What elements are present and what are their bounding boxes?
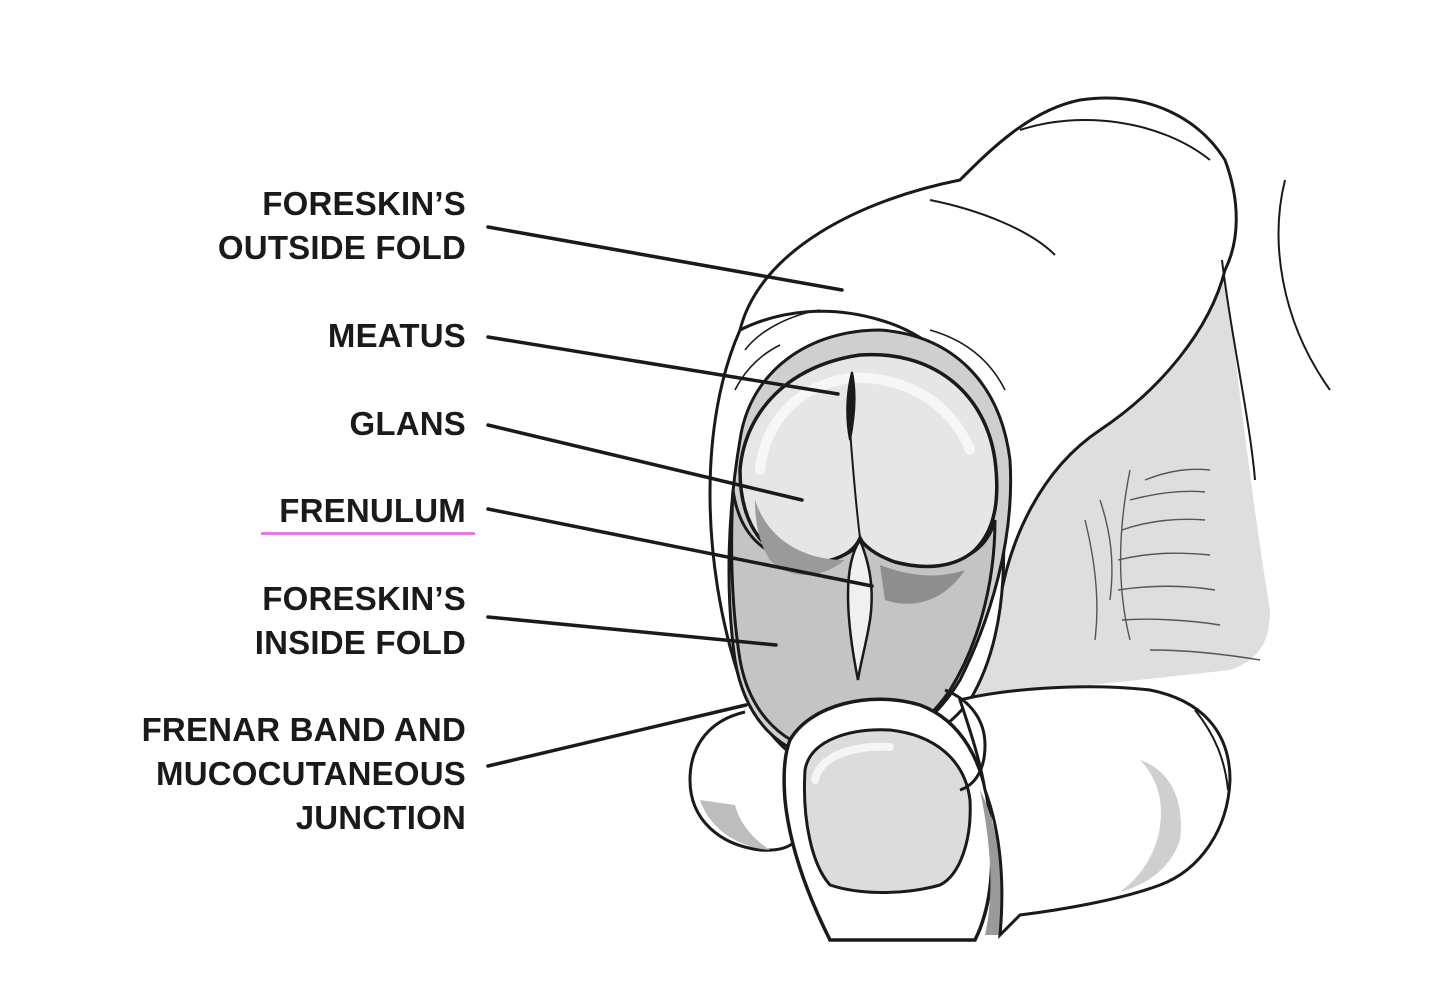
label-line: JUNCTION xyxy=(295,799,466,836)
leader-lines xyxy=(486,225,874,768)
leader-meatus xyxy=(486,335,840,396)
label-foreskin-inside-fold: FORESKIN’S INSIDE FOLD xyxy=(255,577,466,665)
back-fold-line xyxy=(1277,179,1331,391)
side-fold-line xyxy=(1221,259,1256,481)
frenulum-shadow xyxy=(880,565,965,604)
label-glans: GLANS xyxy=(350,402,467,446)
thumbnail-shape xyxy=(803,728,972,894)
outside-fold-detail-2 xyxy=(734,344,781,391)
outside-fold-detail-1 xyxy=(744,309,821,351)
shaft-outline xyxy=(738,96,1238,601)
label-foreskin-outside-fold: FORESKIN’S OUTSIDE FOLD xyxy=(218,182,466,270)
leader-glans xyxy=(486,423,804,502)
right-hand-fold-line xyxy=(1194,709,1229,791)
body-shadow-region xyxy=(960,270,1270,700)
label-frenulum: FRENULUM xyxy=(279,489,466,533)
left-finger-shadow xyxy=(700,800,770,850)
label-meatus: MEATUS xyxy=(328,314,466,358)
label-line: FRENULUM xyxy=(279,492,466,529)
label-line: GLANS xyxy=(349,405,466,442)
label-frenar-band: FRENAR BAND AND MUCOCUTANEOUS JUNCTION xyxy=(142,708,466,840)
frenulum-highlight-underline xyxy=(261,532,475,535)
label-line: FORESKIN’S xyxy=(262,580,466,617)
thumb-shadow xyxy=(980,790,1002,935)
right-hand-shape xyxy=(958,685,1232,939)
frenulum-shadow-left xyxy=(755,500,845,575)
outside-fold-detail-3 xyxy=(929,329,1006,391)
urethral-groove xyxy=(849,429,861,539)
leader-frenar-band xyxy=(486,703,748,768)
label-line: FRENAR BAND AND xyxy=(141,711,466,748)
label-line: FORESKIN’S xyxy=(262,185,466,222)
label-line: OUTSIDE FOLD xyxy=(217,229,466,266)
label-line: INSIDE FOLD xyxy=(254,624,466,661)
thumbnail-highlight xyxy=(811,742,894,784)
shaft-fold-line-2 xyxy=(1019,119,1211,161)
label-line: MEATUS xyxy=(327,317,466,354)
shaft-fold-line-1 xyxy=(929,199,1056,256)
leader-inside-fold xyxy=(486,615,778,647)
leader-frenulum xyxy=(486,507,874,588)
right-hand-shadow xyxy=(1120,760,1181,892)
skin-texture-lines xyxy=(1084,468,1261,661)
knuckle-shape xyxy=(944,688,987,792)
label-line: MUCOCUTANEOUS xyxy=(156,755,466,792)
leader-outside-fold xyxy=(486,225,844,292)
